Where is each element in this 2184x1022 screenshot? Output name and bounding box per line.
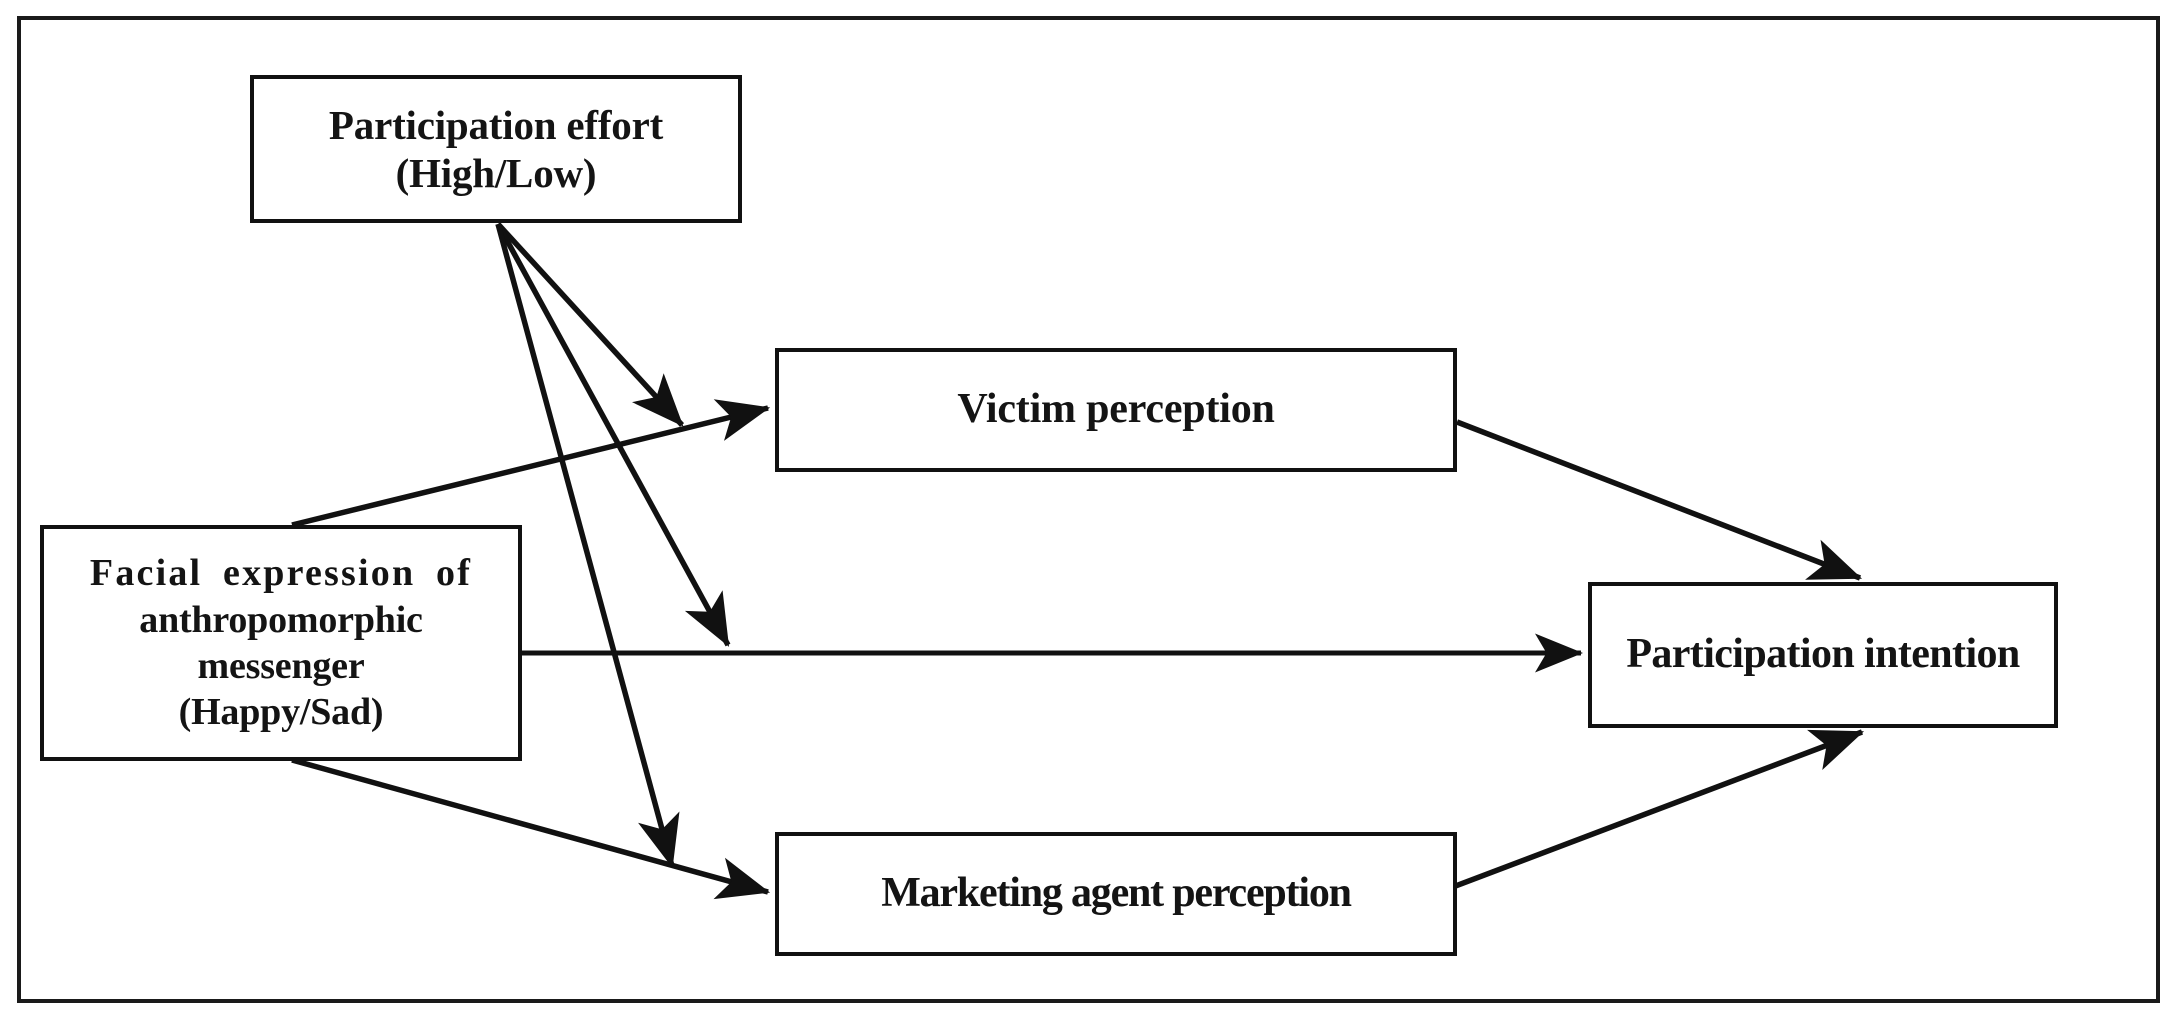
node-facial-expression-line3: messenger	[197, 645, 365, 687]
node-participation-intention[interactable]: Participation intention	[1588, 582, 2058, 728]
node-victim-perception[interactable]: Victim perception	[775, 348, 1457, 472]
node-participation-effort[interactable]: Participation effort (High/Low)	[250, 75, 742, 223]
node-participation-effort-line2: (High/Low)	[395, 150, 597, 196]
node-facial-expression-line4: (Happy/Sad)	[178, 691, 384, 734]
node-facial-expression-line1: Facial expression of	[89, 552, 473, 595]
node-participation-effort-label: Participation effort (High/Low)	[254, 101, 738, 198]
node-participation-intention-label: Participation intention	[1626, 631, 2020, 678]
node-facial-expression[interactable]: Facial expression of anthropomorphic mes…	[40, 525, 522, 761]
node-facial-expression-line2: anthropomorphic	[139, 598, 423, 641]
node-facial-expression-label: Facial expression of anthropomorphic mes…	[44, 550, 518, 735]
node-marketing-agent-perception[interactable]: Marketing agent perception	[775, 832, 1457, 956]
node-participation-effort-line1: Participation effort	[328, 101, 664, 148]
node-marketing-agent-perception-label: Marketing agent perception	[881, 870, 1352, 917]
node-victim-perception-label: Victim perception	[957, 386, 1275, 433]
